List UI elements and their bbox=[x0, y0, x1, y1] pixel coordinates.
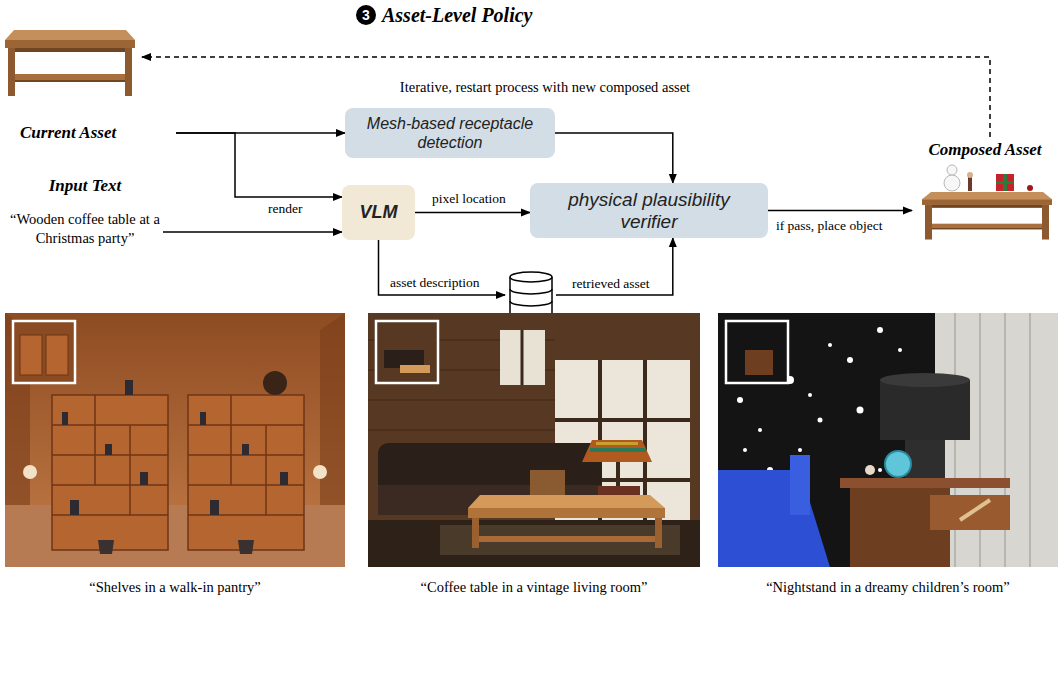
node-body: “Wooden coffee table at a Christmas part… bbox=[7, 210, 163, 248]
connector-line bbox=[415, 212, 530, 214]
input-text-block: Input Text “Wooden coffee table at a Chri… bbox=[7, 176, 163, 248]
connector-line bbox=[768, 210, 912, 212]
composed-asset: Composed Asset bbox=[912, 140, 1058, 240]
photo-caption: “Shelves in a walk-in pantry” bbox=[5, 578, 345, 596]
connector-line bbox=[176, 133, 342, 197]
edge-label: if pass, place object bbox=[776, 218, 882, 234]
label-wrap: retrieved asset bbox=[572, 276, 650, 292]
vlm-box: VLM bbox=[342, 185, 415, 240]
connector-line bbox=[379, 240, 506, 295]
connector bbox=[768, 210, 912, 211]
connector bbox=[555, 133, 673, 183]
connector bbox=[163, 232, 342, 233]
edge-label: pixel location bbox=[432, 191, 506, 207]
photo-caption: “Coffee table in a vintage living room” bbox=[368, 578, 700, 596]
label-wrap: “Coffee table in a vintage living room” bbox=[368, 578, 700, 596]
connector-line bbox=[163, 231, 342, 233]
process-box: Mesh-based receptacle detection bbox=[345, 108, 555, 158]
photo-caption: “Nightstand in a dreamy children’s room” bbox=[718, 578, 1058, 596]
connector-line bbox=[556, 238, 673, 295]
node-text: VLM bbox=[360, 202, 398, 223]
edge-label: asset description bbox=[390, 275, 480, 291]
connector bbox=[176, 133, 342, 197]
node-text: Mesh-based receptacle detection bbox=[355, 114, 545, 152]
node-text: Current Asset bbox=[20, 123, 116, 143]
node-text: Input Text bbox=[49, 176, 122, 196]
title-wrap: Asset-Level Policy bbox=[382, 3, 533, 27]
node-text: Composed Asset bbox=[928, 140, 1041, 160]
feedback-label: Iterative, restart process with new comp… bbox=[330, 78, 760, 96]
connector bbox=[379, 238, 673, 295]
label-wrap: Iterative, restart process with new comp… bbox=[330, 78, 760, 96]
node-text: physical plausibility verifier bbox=[540, 189, 758, 233]
asset-label: Current Asset bbox=[14, 121, 176, 145]
edge-label-wrap: render bbox=[268, 201, 302, 217]
edge-label-wrap: if pass, place object bbox=[776, 218, 882, 234]
edge-label: retrieved asset bbox=[572, 276, 650, 292]
connector-line bbox=[555, 133, 673, 183]
edge-label-wrap: asset description bbox=[390, 275, 480, 291]
connector bbox=[415, 212, 530, 213]
label-wrap: “Nightstand in a dreamy children’s room” bbox=[718, 578, 1058, 596]
callout-number: 3 bbox=[356, 6, 376, 24]
edge-label-wrap: pixel location bbox=[432, 191, 506, 207]
edge-label: render bbox=[268, 201, 302, 217]
title: Asset-Level Policy bbox=[382, 3, 533, 27]
label-wrap: 3 bbox=[356, 6, 376, 24]
label-wrap: “Shelves in a walk-in pantry” bbox=[5, 578, 345, 596]
verifier-box: physical plausibility verifier bbox=[530, 183, 768, 238]
